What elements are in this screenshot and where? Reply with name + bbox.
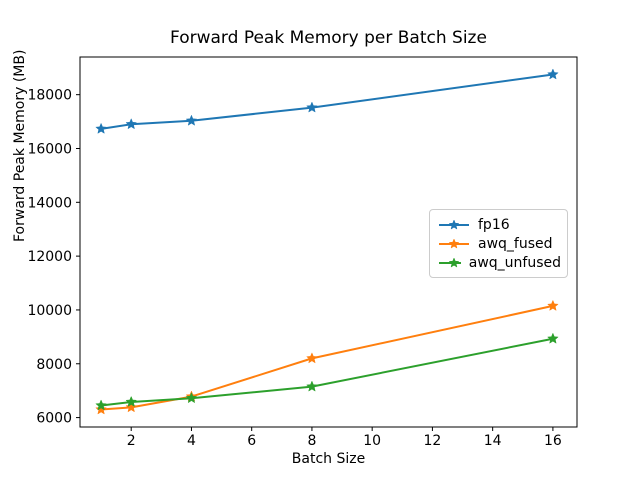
series-marker-awq_unfused	[547, 332, 559, 344]
series-line-fp16	[100, 73, 554, 130]
legend-entry-awq_fused: awq_fused	[438, 234, 561, 253]
y-tick-label: 6000	[36, 411, 72, 427]
series-marker-fp16	[185, 114, 198, 126]
x-tick-label: 4	[187, 433, 196, 449]
y-tick-label: 14000	[27, 195, 72, 211]
legend-line-sample	[439, 237, 469, 249]
legend-line-sample	[439, 256, 461, 268]
y-tick-label: 8000	[36, 357, 72, 373]
chart-title: Forward Peak Memory per Batch Size	[170, 28, 487, 48]
legend-label: awq_fused	[478, 235, 553, 252]
x-tick-label: 14	[484, 433, 502, 449]
series-marker-awq_fused	[95, 403, 107, 415]
y-tick-label: 18000	[27, 88, 72, 104]
legend-label: fp16	[478, 216, 510, 233]
x-tick-label: 10	[363, 433, 381, 449]
series-marker-fp16	[306, 101, 318, 113]
y-tick-label: 10000	[27, 303, 72, 319]
legend-label: awq_unfused	[468, 254, 561, 271]
legend-entry-awq_unfused: awq_unfused	[438, 253, 561, 272]
y-tick-label: 16000	[27, 141, 72, 157]
x-tick-label: 2	[127, 433, 136, 449]
x-tick-label: 8	[307, 433, 316, 449]
series-line-awq_fused	[100, 304, 554, 411]
legend-line-sample	[439, 218, 469, 230]
series-marker-awq_unfused	[306, 380, 318, 392]
series-marker-awq_fused	[125, 401, 138, 413]
series-marker-fp16	[547, 68, 559, 80]
series-marker-fp16	[95, 122, 107, 134]
x-axis-label: Batch Size	[291, 451, 366, 467]
y-tick-label: 12000	[27, 249, 72, 265]
legend: fp16 awq_fused awq_unfused	[429, 209, 568, 278]
series-marker-awq_unfused	[185, 392, 198, 404]
legend-star-icon	[448, 218, 460, 230]
series-marker-awq_fused	[547, 299, 559, 311]
series-line-awq_unfused	[100, 337, 554, 407]
legend-star-icon	[448, 237, 460, 249]
x-tick-label: 6	[247, 433, 256, 449]
axes-frame	[79, 56, 578, 428]
series-marker-awq_fused	[306, 352, 318, 364]
legend-entry-fp16: fp16	[438, 215, 561, 234]
x-tick-label: 16	[544, 433, 562, 449]
series-marker-awq_unfused	[125, 395, 138, 407]
series-marker-awq_unfused	[95, 399, 107, 411]
series-marker-fp16	[125, 118, 138, 130]
legend-star-icon	[448, 256, 460, 268]
x-tick-label: 12	[424, 433, 442, 449]
